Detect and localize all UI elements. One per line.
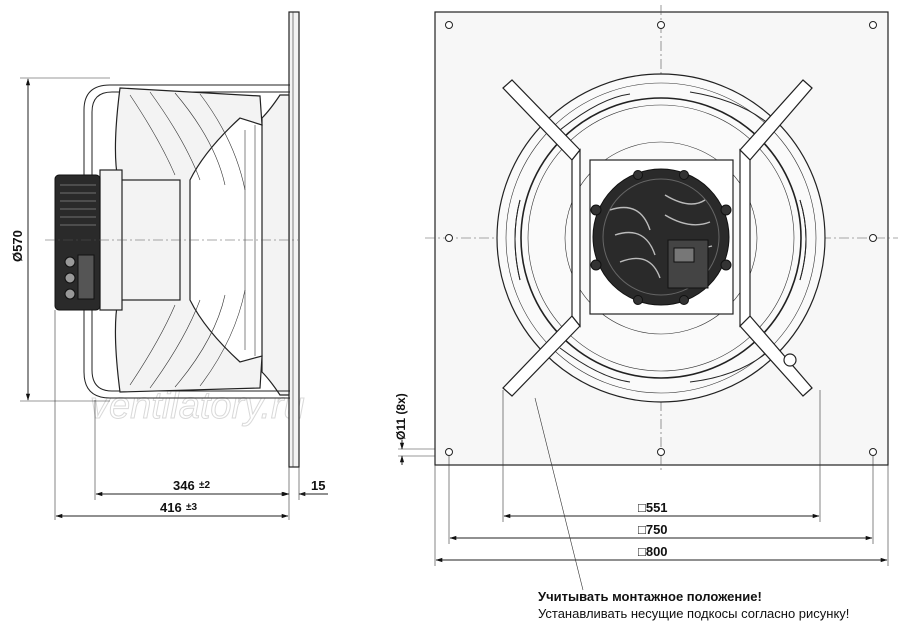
diameter-570-label: Ø570 [10,230,25,262]
front-view: Ø11 (8x) □551 □750 □800 [394,5,898,591]
length-416-label: 416 [160,500,182,515]
dim-750-label: □750 [638,522,668,537]
installation-note-text: Устанавливать несущие подкосы согласно р… [538,606,849,621]
side-bracket-top [83,84,290,180]
side-view: Ø570 346 ±2 15 416 ±3 [10,11,328,520]
hole-diameter-label: Ø11 (8x) [394,393,408,440]
length-346-label: 346 [173,478,195,493]
front-inlet-ring-inner [520,97,802,379]
length-416-tolerance: ±3 [186,502,197,513]
flange-thickness-label: 15 [311,478,325,493]
support-brackets [502,79,813,397]
side-mounting-plate [288,11,300,468]
side-inlet-ring [261,94,290,396]
dim-551-label: □551 [638,500,668,515]
length-346-tolerance: ±2 [199,480,210,491]
installation-note-title: Учитывать монтажное положение! [538,589,762,604]
side-impeller [114,87,263,393]
front-motor [592,168,730,306]
dim-800-label: □800 [638,544,668,559]
note-leader [534,397,584,591]
side-bracket-bottom [83,300,290,399]
mounting-holes [445,21,877,456]
